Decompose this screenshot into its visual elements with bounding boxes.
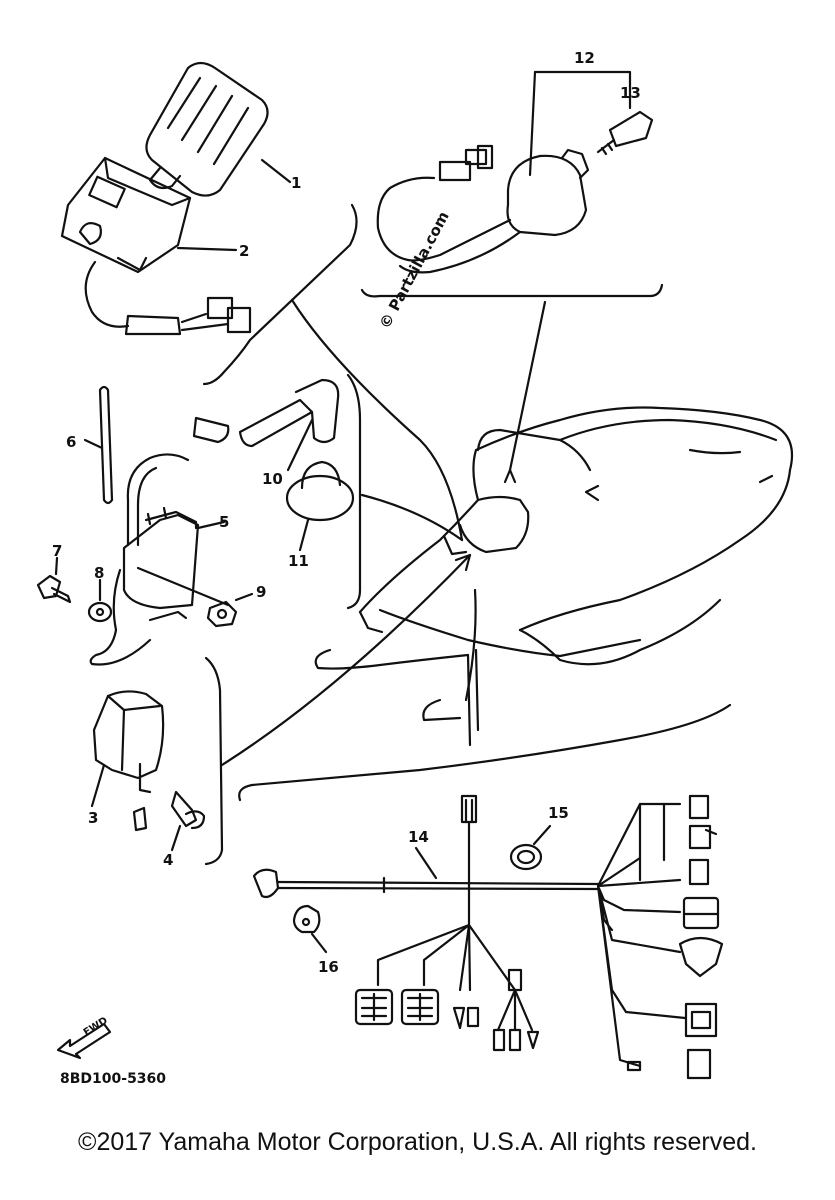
callout-7: 7 [52, 542, 62, 560]
part-9-nut [206, 592, 254, 628]
callout-2: 2 [239, 242, 249, 260]
part-8-washer [87, 578, 113, 623]
part-7-bolt [36, 556, 72, 604]
part-1-cap [145, 61, 292, 197]
callout-4: 4 [163, 851, 173, 869]
part-15-grommet [509, 824, 552, 871]
callout-6: 6 [66, 433, 76, 451]
callout-15: 15 [548, 804, 569, 822]
part-2-switch [60, 156, 252, 336]
fwd-arrow-icon [56, 1022, 112, 1060]
callout-3: 3 [88, 809, 98, 827]
part-11-grommet [285, 460, 355, 552]
callout-5: 5 [219, 513, 229, 531]
callout-1: 1 [291, 174, 301, 192]
callout-16: 16 [318, 958, 339, 976]
part-5-coil [89, 453, 230, 666]
callout-9: 9 [256, 583, 266, 601]
callout-8: 8 [94, 564, 104, 582]
callout-14: 14 [408, 828, 429, 846]
part-14-wire-harness [252, 794, 724, 1080]
part-16-clamp [292, 904, 328, 954]
part-3-cdi-unit [90, 690, 165, 832]
part-12-main-switch [376, 70, 654, 274]
callout-11: 11 [288, 552, 309, 570]
diagram-code: 8BD100-5360 [60, 1071, 167, 1087]
part-6-band [83, 385, 114, 505]
part-4-bolt [170, 790, 206, 852]
part-10-plug-cap [192, 378, 340, 472]
frame-chassis [238, 406, 794, 802]
copyright-notice: ©2017 Yamaha Motor Corporation, U.S.A. A… [78, 1128, 757, 1156]
callout-10: 10 [262, 470, 283, 488]
callout-12: 12 [574, 49, 595, 67]
callout-13: 13 [620, 84, 641, 102]
parts-diagram: 1 2 3 4 5 6 7 8 9 10 11 12 13 14 15 16 F… [36, 49, 794, 1080]
